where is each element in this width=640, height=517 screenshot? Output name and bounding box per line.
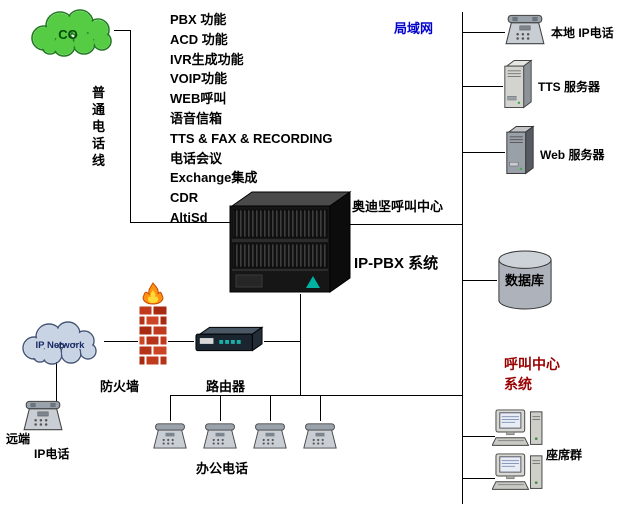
pbx-chassis-icon bbox=[229, 191, 352, 293]
feature-item: Exchange集成 bbox=[170, 170, 258, 186]
call-center-label-line1: 呼叫中心 bbox=[504, 356, 560, 372]
feature-item: AltiSd bbox=[170, 209, 208, 225]
feature-item: CDR bbox=[170, 190, 199, 206]
router-label: 路由器 bbox=[206, 379, 246, 394]
co-cloud: CO bbox=[31, 9, 112, 57]
lan-label: 局域网 bbox=[394, 21, 434, 36]
web-server-icon bbox=[506, 125, 535, 175]
connector-lan-to-agent2 bbox=[463, 478, 495, 479]
connector-phone-bus bbox=[170, 395, 462, 396]
connector-phone-drop-2 bbox=[220, 395, 221, 421]
remote-phone-label-line1: 远端 bbox=[6, 432, 31, 446]
feature-item: 语音信箱 bbox=[170, 110, 223, 126]
co-cloud-label: CO bbox=[58, 27, 78, 42]
connector-router-to-trunk bbox=[264, 341, 301, 342]
connector-lan-to-web bbox=[463, 152, 505, 153]
connector-lan-to-agent1 bbox=[463, 436, 495, 437]
firewall-label: 防火墙 bbox=[100, 379, 140, 394]
connector-phone-drop-3 bbox=[270, 395, 271, 421]
connector-cloud-to-remote-phone bbox=[56, 362, 57, 402]
connector-pbx-down bbox=[300, 294, 301, 395]
tts-server-label: TTS 服务器 bbox=[538, 80, 600, 94]
connector-phone-drop-1 bbox=[170, 395, 171, 421]
connector-co-horizontal bbox=[114, 30, 130, 31]
agent-computer-icon bbox=[492, 409, 543, 446]
feature-item: IVR生成功能 bbox=[170, 51, 244, 67]
agent-computer-icon bbox=[492, 453, 543, 490]
ip-network-cloud: IP Network bbox=[22, 321, 97, 365]
ip-network-cloud-label: IP Network bbox=[36, 340, 86, 351]
feature-item: PBX 功能 bbox=[170, 12, 227, 27]
connector-cloud-to-firewall bbox=[104, 341, 138, 342]
remote-ip-phone-icon bbox=[23, 400, 63, 431]
remote-phone-label-line2: IP电话 bbox=[34, 447, 70, 461]
tts-server-icon bbox=[504, 59, 533, 109]
agents-label: 座席群 bbox=[546, 448, 583, 462]
web-server-label: Web 服务器 bbox=[540, 148, 605, 162]
local-ip-phone-label: 本地 IP电话 bbox=[551, 26, 614, 40]
feature-list: PBX 功能 ACD 功能 IVR生成功能 VOIP功能 WEB呼叫 语音信箱 … bbox=[170, 10, 333, 228]
office-phones-label: 办公电话 bbox=[196, 461, 249, 476]
pbx-subtitle: IP-PBX 系统 bbox=[354, 255, 439, 272]
database-label: 数据库 bbox=[505, 273, 545, 288]
office-phone-icon bbox=[303, 423, 337, 449]
pbx-logo-triangle bbox=[306, 276, 320, 288]
database-icon bbox=[498, 250, 552, 310]
feature-item: ACD 功能 bbox=[170, 31, 228, 47]
feature-item: WEB呼叫 bbox=[170, 91, 227, 107]
feature-item: VOIP功能 bbox=[170, 71, 228, 87]
pbx-title: 奥迪坚呼叫中心 bbox=[352, 199, 444, 214]
connector-co-vertical bbox=[130, 30, 131, 223]
router-icon bbox=[195, 326, 264, 352]
connector-firewall-to-router bbox=[168, 341, 194, 342]
local-ip-phone-icon bbox=[505, 14, 545, 45]
connector-lan-backbone bbox=[462, 12, 463, 504]
firewall-icon bbox=[138, 282, 168, 366]
connector-pbx-to-lan bbox=[350, 224, 462, 225]
connector-co-to-pbx bbox=[130, 222, 230, 223]
feature-item: TTS & FAX & RECORDING bbox=[170, 130, 333, 146]
call-center-label-line2: 系统 bbox=[504, 376, 532, 392]
connector-phone-drop-4 bbox=[320, 395, 321, 421]
connector-lan-to-local-phone bbox=[463, 32, 505, 33]
phone-line-label: 普 通 电 话 线 bbox=[92, 85, 106, 168]
connector-lan-to-tts bbox=[463, 86, 503, 87]
office-phone-icon bbox=[203, 423, 237, 449]
feature-item: 电话会议 bbox=[170, 150, 223, 166]
connector-lan-to-database bbox=[463, 280, 497, 281]
office-phone-icon bbox=[153, 423, 187, 449]
office-phone-icon bbox=[253, 423, 287, 449]
